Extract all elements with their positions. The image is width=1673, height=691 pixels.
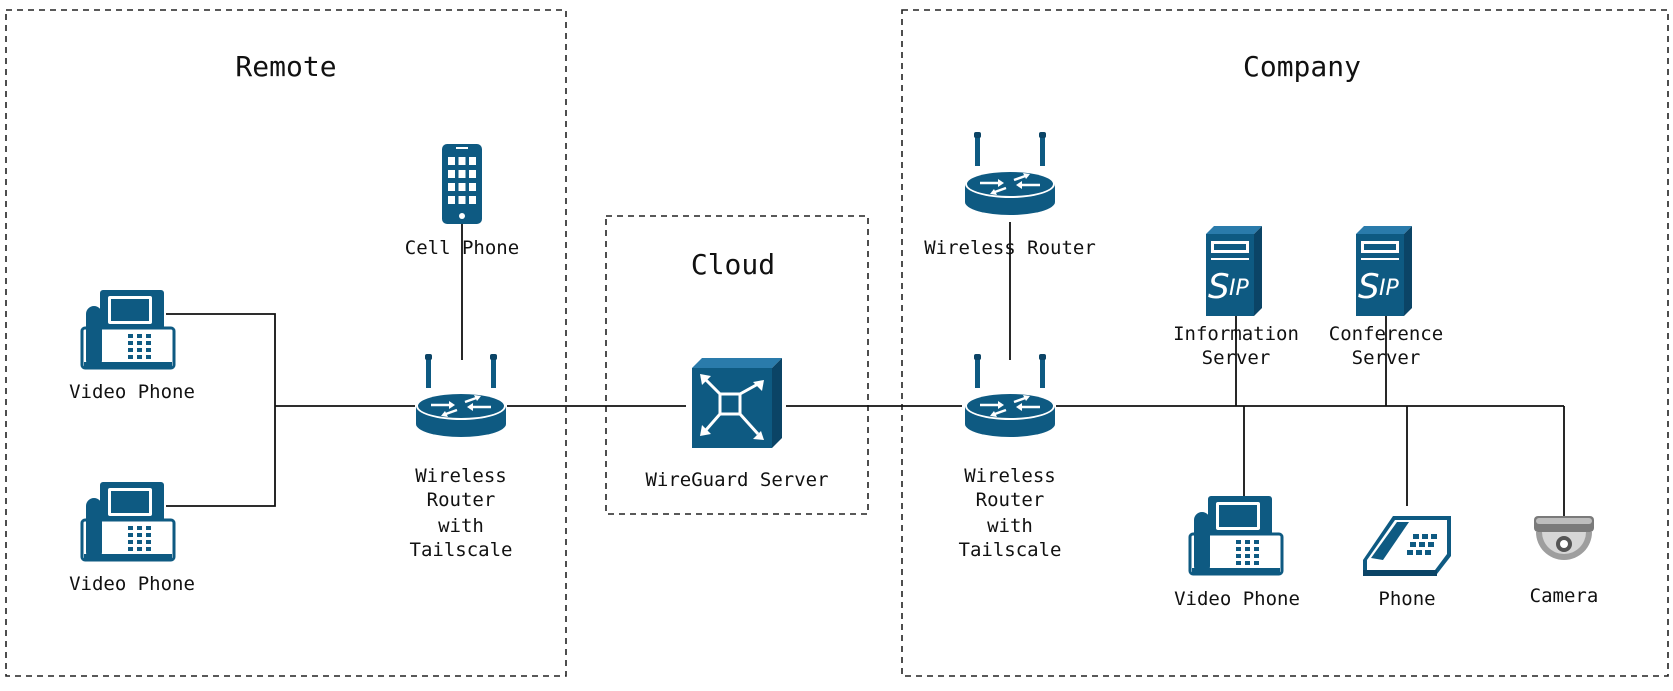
remote-video-phone-2: Video Phone: [69, 480, 195, 595]
information-server: Information Server: [1173, 225, 1299, 369]
company-router: Wireless Router with Tailscale: [959, 352, 1062, 561]
company-zone: [901, 9, 1669, 677]
remote-router-label-line-2: Router: [427, 489, 496, 511]
wireless-router-icon: [414, 352, 508, 439]
remote-video-phone-1-label: Video Phone: [69, 381, 195, 403]
connection-lines: [166, 222, 1565, 516]
phone-icon: [1363, 516, 1451, 576]
cell-phone: Cell Phone: [405, 144, 519, 259]
camera-icon: [1534, 516, 1594, 560]
remote-zone-title: Remote: [235, 50, 336, 83]
cloud-zone-title: Cloud: [691, 248, 775, 281]
company-router-label-line-4: Tailscale: [959, 539, 1062, 561]
wireguard-server-icon: [690, 356, 784, 450]
remote-router: Wireless Router with Tailscale: [410, 352, 513, 561]
remote-router-label-line-3: with: [438, 515, 484, 537]
company-video-phone-label: Video Phone: [1174, 588, 1300, 610]
remote-video-phone-1: Video Phone: [69, 288, 195, 403]
camera-label: Camera: [1530, 585, 1599, 607]
cell-phone-icon: [442, 144, 482, 224]
information-server-label-line-2: Server: [1202, 347, 1271, 369]
cloud-zone: [605, 215, 869, 515]
information-server-label-line-1: Information: [1173, 323, 1299, 345]
company-wireless-router: Wireless Router: [924, 130, 1096, 259]
company-video-phone: Video Phone: [1174, 494, 1300, 610]
remote-phones-bracket: [166, 313, 276, 507]
sip-server-icon: [1205, 225, 1263, 317]
remote-router-label-line-1: Wireless: [415, 465, 507, 487]
remote-video-phone-2-label: Video Phone: [69, 573, 195, 595]
company-router-label-line-2: Router: [976, 489, 1045, 511]
sip-server-icon: [1355, 225, 1413, 317]
phone-label: Phone: [1378, 588, 1435, 610]
cell-phone-label: Cell Phone: [405, 237, 519, 259]
wireguard-server-label: WireGuard Server: [645, 469, 828, 491]
video-phone-icon: [80, 480, 176, 562]
conference-server-label-line-1: Conference: [1329, 323, 1443, 345]
wireguard-server: WireGuard Server: [645, 356, 829, 491]
company-wireless-router-label: Wireless Router: [924, 237, 1096, 259]
company-zone-title: Company: [1243, 50, 1361, 83]
company-router-label-line-3: with: [987, 515, 1033, 537]
video-phone-icon: [1188, 494, 1284, 576]
wireless-router-icon: [963, 352, 1057, 439]
phone: Phone: [1363, 516, 1451, 610]
remote-router-label-line-4: Tailscale: [410, 539, 513, 561]
video-phone-icon: [80, 288, 176, 370]
conference-server-label-line-2: Server: [1352, 347, 1421, 369]
company-router-label-line-1: Wireless: [964, 465, 1056, 487]
remote-zone: [5, 9, 567, 677]
wireless-router-icon: [963, 130, 1057, 217]
camera: Camera: [1530, 516, 1599, 607]
conference-server: Conference Server: [1329, 225, 1443, 369]
